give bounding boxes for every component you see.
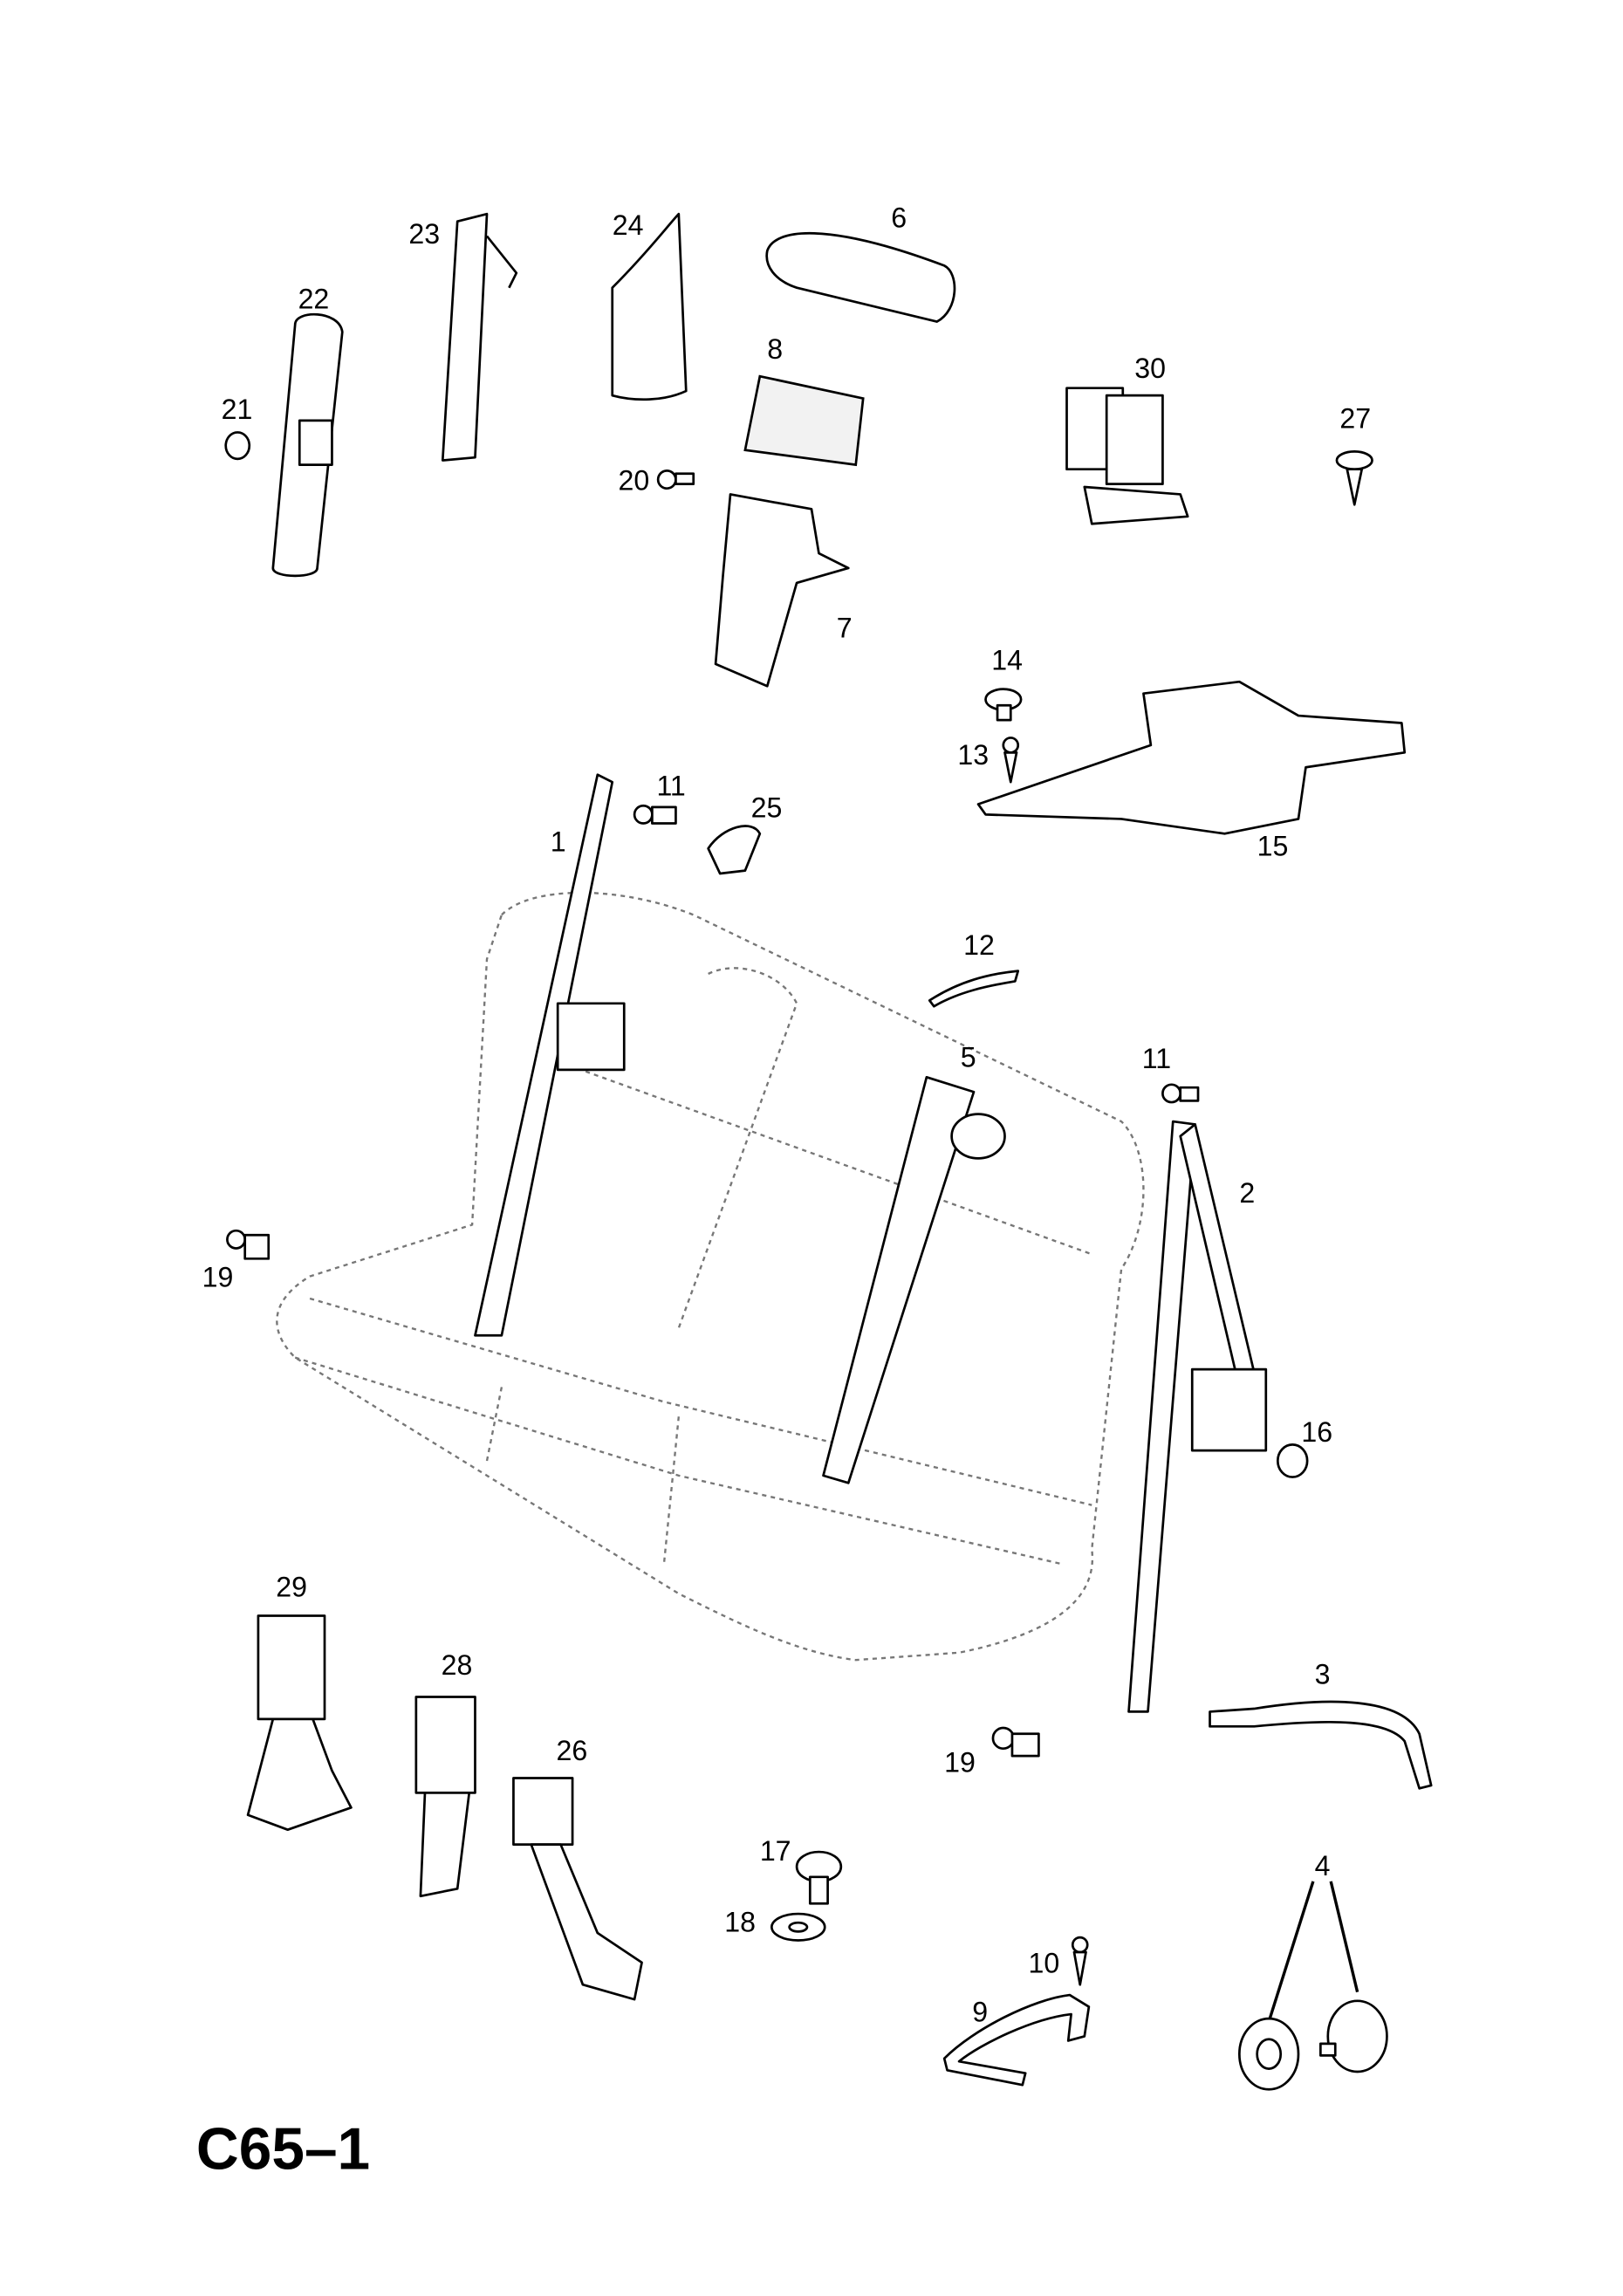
callout-28: 28 — [442, 1649, 473, 1681]
callout-11-b: 11 — [1142, 1043, 1171, 1074]
part-1-outer-seat-belt — [474, 773, 626, 1337]
part-23-height-adjuster — [441, 212, 518, 462]
part-16-plug — [1276, 1443, 1309, 1478]
callout-25: 25 — [751, 792, 783, 824]
callout-20: 20 — [618, 464, 649, 496]
callout-3: 3 — [1315, 1658, 1331, 1689]
callout-11: 11 — [656, 770, 685, 801]
callout-30: 30 — [1134, 353, 1166, 384]
part-20-bolt — [656, 469, 695, 490]
callout-27: 27 — [1339, 402, 1371, 434]
rear-seat-outline — [276, 891, 1145, 1662]
diagram-code: C65–1 — [196, 2117, 370, 2183]
callout-14: 14 — [991, 645, 1023, 676]
part-24-cover — [611, 212, 688, 401]
part-19-bolt — [226, 1229, 270, 1260]
part-15-mounting-plate — [976, 680, 1407, 835]
callout-6: 6 — [891, 202, 907, 233]
part-9-bracket — [942, 1993, 1091, 2087]
part-18-washer — [770, 1912, 826, 1942]
callout-21: 21 — [222, 394, 253, 425]
part-29-buckle — [246, 1614, 353, 1832]
callout-12: 12 — [963, 929, 995, 961]
callout-7: 7 — [837, 612, 853, 643]
part-27-screw — [1335, 450, 1373, 506]
part-8-retractor-housing — [743, 374, 865, 467]
callout-4: 4 — [1315, 1850, 1331, 1881]
part-28-buckle — [414, 1696, 476, 1898]
part-25-cap — [707, 825, 762, 875]
callout-17: 17 — [760, 1835, 791, 1867]
part-21-washer — [224, 431, 251, 461]
part-5-centre-seat-belt — [822, 1075, 1006, 1484]
part-10-screw — [1071, 1936, 1089, 1986]
callout-15: 15 — [1257, 831, 1289, 862]
callout-1: 1 — [551, 826, 566, 858]
part-12-trim — [928, 970, 1020, 1008]
callout-9: 9 — [972, 1996, 988, 2027]
callout-labels: 1 2 3 4 5 6 7 8 9 10 11 11 12 13 14 15 1… — [202, 202, 1371, 2027]
part-6-cover-cap — [765, 232, 956, 323]
callout-19: 19 — [202, 1261, 234, 1292]
callout-29: 29 — [276, 1572, 307, 1603]
part-13-screw — [1002, 737, 1020, 784]
callout-8: 8 — [767, 333, 783, 365]
callout-5: 5 — [961, 1042, 976, 1073]
part-3-buckle-strap — [1209, 1700, 1433, 1790]
callout-18: 18 — [724, 1906, 756, 1937]
part-7-bracket — [714, 493, 850, 688]
callout-19-b: 19 — [944, 1747, 976, 1779]
callout-24: 24 — [613, 209, 644, 241]
part-26-buckle — [512, 1777, 643, 2001]
callout-10: 10 — [1029, 1948, 1060, 1979]
part-22-slot — [298, 419, 333, 466]
callout-2: 2 — [1239, 1177, 1255, 1209]
part-14-clip — [984, 688, 1023, 722]
callout-13: 13 — [957, 739, 989, 771]
callout-26: 26 — [556, 1735, 587, 1766]
callout-16: 16 — [1301, 1416, 1332, 1448]
callout-23: 23 — [408, 218, 440, 250]
part-2-outer-seat-belt — [1127, 1120, 1268, 1713]
part-30-double-buckle — [1065, 387, 1189, 525]
part-4-caps — [1238, 1881, 1388, 2091]
part-17-plug — [795, 1850, 843, 1905]
part-11-bolt-2 — [1161, 1083, 1200, 1104]
callout-22: 22 — [298, 283, 330, 314]
part-19-bolt-2 — [991, 1726, 1040, 1758]
part-11-bolt — [633, 804, 677, 825]
